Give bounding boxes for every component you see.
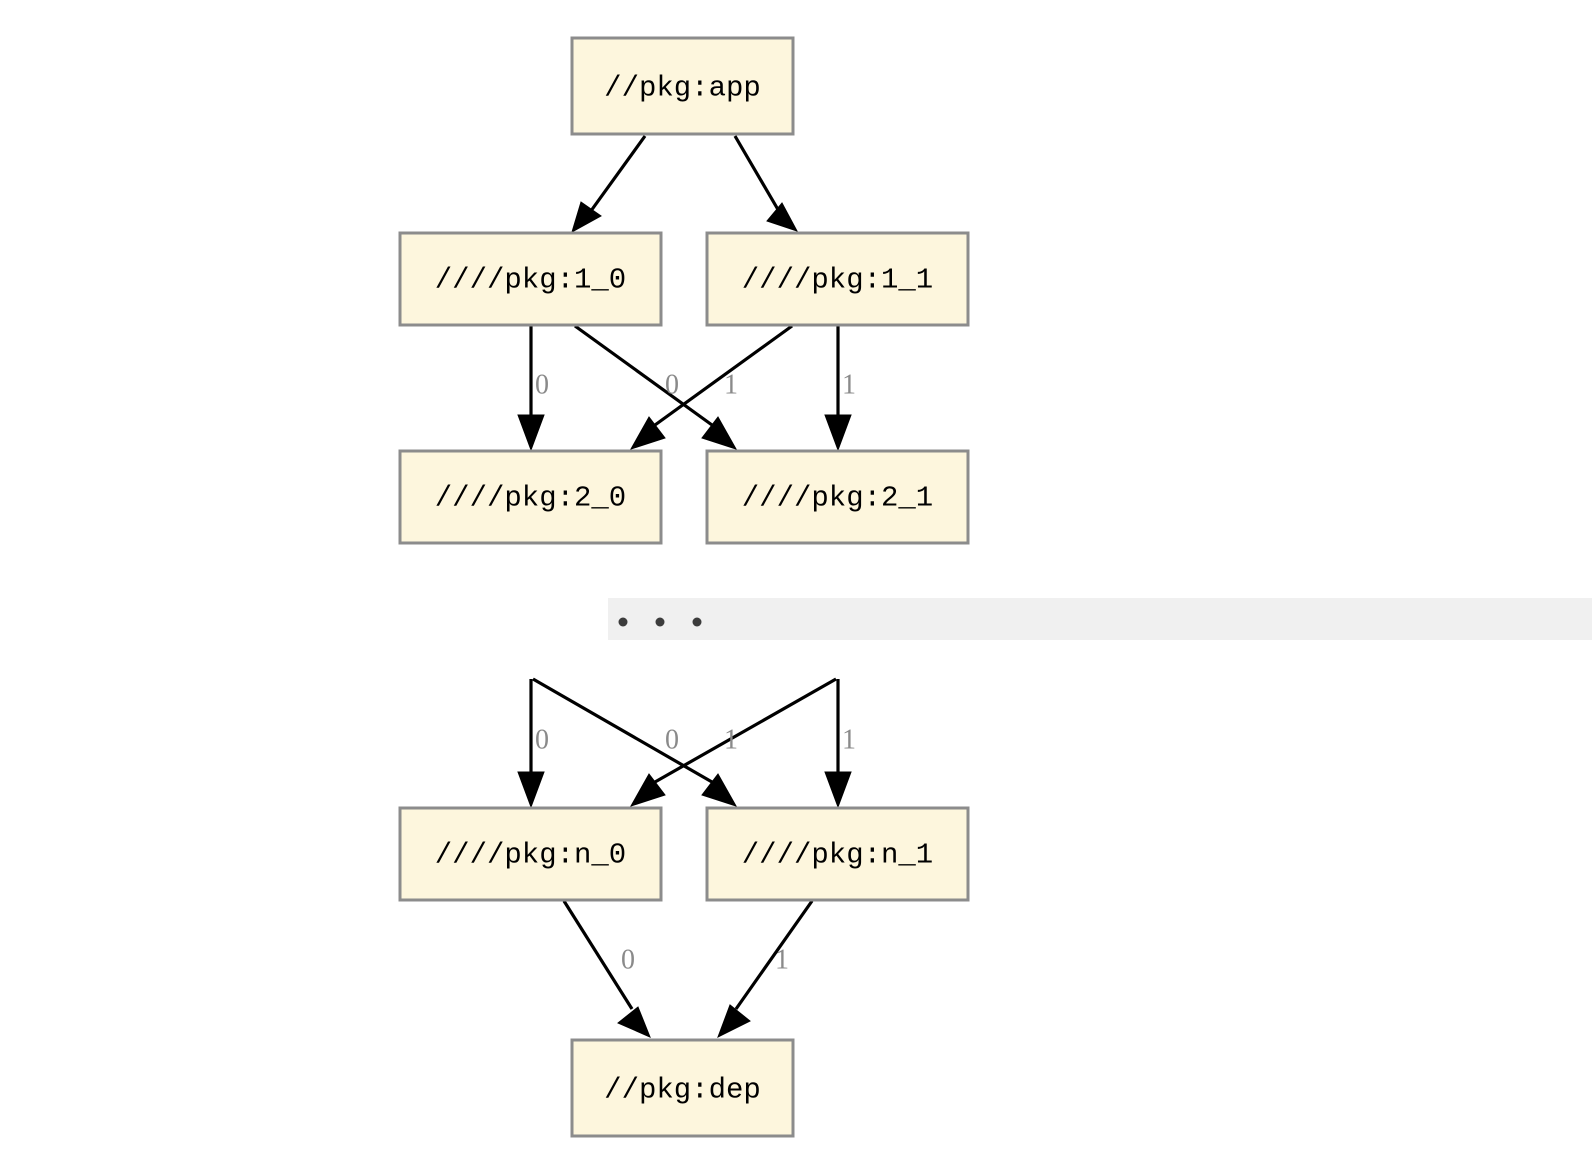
node-dep[interactable]: //pkg:dep [570,1038,795,1138]
node-label-1_0: ////pkg:1_0 [435,264,626,297]
node-box[interactable] [570,36,795,136]
edge-line [733,135,782,214]
edge-label-1_0-to-2_0: 0 [535,369,549,400]
arrowhead-icon [824,414,852,452]
edge-label-n_0-to-dep: 0 [621,944,635,975]
arrowhead-icon [701,773,738,807]
edge-1_1-to-2_1: 1 [824,326,856,452]
arrowhead-icon [617,1006,651,1038]
arrowhead-icon [766,202,799,232]
arrowhead-icon [517,414,545,452]
arrowhead-icon [701,416,738,450]
node-label-n_0: ////pkg:n_0 [435,839,626,872]
edge-n_1-to-dep: 1 [717,900,814,1039]
arrowhead-icon [517,771,545,809]
edge-label-trunc-to-n_0-a: 0 [535,724,549,755]
ellipsis-dot-icon [692,617,702,627]
edge-n_0-to-dep: 0 [562,900,651,1038]
edge-line [562,900,634,1010]
ellipsis-dot-icon [655,617,665,627]
edge-line [586,135,647,216]
node-label-1_1: ////pkg:1_1 [742,264,933,297]
edge-line [734,900,814,1010]
arrowhead-icon [629,773,666,807]
edge-trunc-to-n_0-b: 1 [629,677,837,807]
edge-trunc-to-n_1-a: 0 [532,677,738,807]
node-1_1[interactable]: ////pkg:1_1 [705,231,970,327]
ellipsis-band [608,598,1592,640]
node-label-2_1: ////pkg:2_1 [742,482,933,515]
node-label-n_1: ////pkg:n_1 [742,839,933,872]
node-box[interactable] [570,1038,795,1138]
edge-label-trunc-to-n_1-b: 1 [842,724,856,755]
arrowhead-icon [824,771,852,809]
node-box[interactable] [705,806,970,902]
node-label-dep: //pkg:dep [604,1074,761,1107]
node-box[interactable] [705,449,970,545]
edge-line [654,324,793,427]
edge-trunc-to-n_1-b: 1 [824,679,856,809]
node-2_0[interactable]: ////pkg:2_0 [398,449,663,545]
arrowhead-icon [629,416,666,450]
edge-1_0-to-2_1: 0 [574,324,738,450]
arrowhead-icon [717,1004,751,1039]
node-n_0[interactable]: ////pkg:n_0 [398,806,663,902]
edge-1_1-to-2_0: 1 [629,324,793,450]
node-box[interactable] [398,231,663,327]
edge-label-trunc-to-n_1-a: 0 [665,724,679,755]
ellipsis-dot-icon [618,617,628,627]
edge-line [654,677,837,784]
edge-line [574,324,713,427]
node-box[interactable] [398,449,663,545]
node-box[interactable] [398,806,663,902]
node-app[interactable]: //pkg:app [570,36,795,136]
ellipsis-band-group [608,598,1592,640]
arrowhead-icon [571,201,602,234]
edge-label-trunc-to-n_0-b: 1 [724,724,738,755]
edge-trunc-to-n_0-a: 0 [517,679,549,809]
node-box[interactable] [705,231,970,327]
edge-label-1_0-to-2_1: 0 [665,369,679,400]
edge-label-1_1-to-2_1: 1 [842,369,856,400]
edge-label-1_1-to-2_0: 1 [724,369,738,400]
node-n_1[interactable]: ////pkg:n_1 [705,806,970,902]
edge-app-to-1_0 [571,135,647,234]
node-2_1[interactable]: ////pkg:2_1 [705,449,970,545]
edge-1_0-to-2_0: 0 [517,326,549,452]
edge-label-n_1-to-dep: 1 [775,944,789,975]
node-1_0[interactable]: ////pkg:1_0 [398,231,663,327]
node-label-app: //pkg:app [604,72,761,105]
node-label-2_0: ////pkg:2_0 [435,482,626,515]
edge-app-to-1_1 [733,135,799,232]
